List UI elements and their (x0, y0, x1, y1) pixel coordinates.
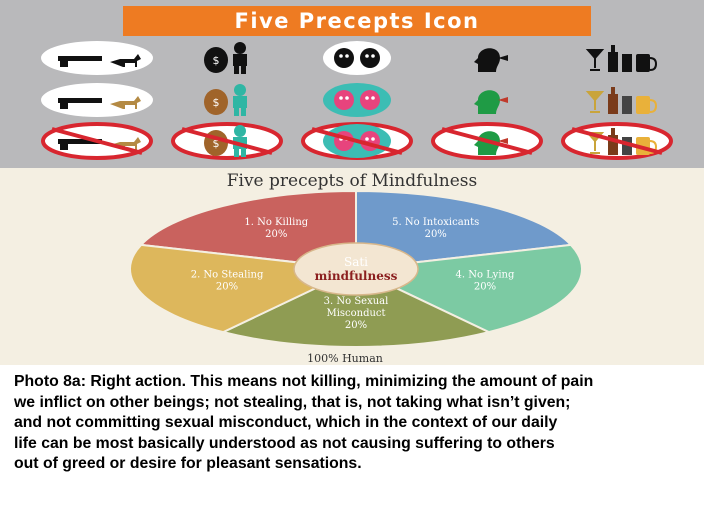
icon-cell-prohibited (300, 122, 414, 160)
slice-label: 1. No Killing (244, 217, 308, 228)
center-label-mindfulness: mindfulness (315, 269, 398, 283)
icon-panel: Five Precepts Icon $ (0, 0, 704, 168)
icon-cell-prohibited (430, 122, 544, 160)
speaking-head-icon (474, 48, 508, 72)
chart-footer: 100% Human (307, 352, 383, 365)
slice-label: 3. No Sexual (324, 296, 389, 307)
alcohol-bottles-icon (585, 87, 658, 114)
center-label-sati: Sati (344, 255, 368, 269)
caption-line: we inflict on other beings; not stealing… (14, 393, 571, 411)
svg-text:$: $ (213, 137, 220, 150)
svg-text:$: $ (213, 54, 220, 67)
caption-line: life can be most basically understood as… (14, 434, 555, 452)
pie-slice (138, 189, 357, 271)
money-bag-thief-icon: $ (204, 42, 247, 74)
icon-cell-outline (300, 40, 414, 76)
slice-label: 5. No Intoxicants (392, 217, 479, 228)
speaking-head-icon (431, 122, 543, 160)
icon-cell-outline: $ (170, 40, 284, 76)
pie-slice (355, 189, 574, 271)
icon-cell-prohibited (560, 122, 674, 160)
alcohol-bottles-icon (585, 45, 658, 72)
center-circle (293, 242, 419, 296)
icon-cell-color (40, 82, 154, 118)
couple-faces-icon (323, 41, 391, 75)
money-bag-thief-icon: $ (204, 84, 247, 116)
caption-line: and not committing sexual misconduct, wh… (14, 414, 558, 432)
gun-deer-icon (41, 41, 153, 75)
caption-line: out of greed or desire for pleasant sens… (14, 455, 362, 473)
icon-cell-prohibited (40, 122, 154, 160)
speaking-head-icon (474, 90, 508, 114)
money-bag-thief-icon: $ (171, 122, 283, 160)
slice-label: 2. No Stealing (191, 269, 264, 280)
svg-text:$: $ (213, 96, 220, 109)
couple-faces-icon (301, 122, 413, 160)
slice-label: 20% (345, 320, 367, 331)
pie-slice (220, 267, 492, 348)
pie-chart: Five precepts of Mindfulness 1. No Killi… (129, 171, 583, 365)
gun-deer-icon (41, 122, 153, 160)
slice-label: 4. No Lying (456, 269, 515, 280)
slice-label: 20% (474, 281, 496, 292)
icon-cell-color: $ (170, 82, 284, 118)
banner-title: Five Precepts Icon (123, 6, 591, 36)
icon-cell-outline (430, 40, 544, 76)
slice-label: 20% (425, 229, 447, 240)
photo-caption: Photo 8a: Right action. This means not k… (14, 372, 694, 475)
slice-label: 20% (265, 229, 287, 240)
icon-cell-prohibited: $ (170, 122, 284, 160)
icon-cell-color (300, 82, 414, 118)
icon-cell-outline (40, 40, 154, 76)
icon-cell-outline (560, 40, 674, 76)
gun-deer-icon (41, 83, 153, 117)
icon-cell-color (560, 82, 674, 118)
icon-cell-color (430, 82, 544, 118)
alcohol-bottles-icon (561, 122, 673, 160)
couple-faces-icon (323, 83, 391, 117)
slice-label: Misconduct (326, 308, 385, 319)
caption-line: Photo 8a: Right action. This means not k… (14, 373, 594, 390)
chart-title: Five precepts of Mindfulness (227, 171, 478, 191)
chart-panel: Five precepts of Mindfulness 1. No Killi… (0, 168, 704, 365)
slice-label: 20% (216, 281, 238, 292)
